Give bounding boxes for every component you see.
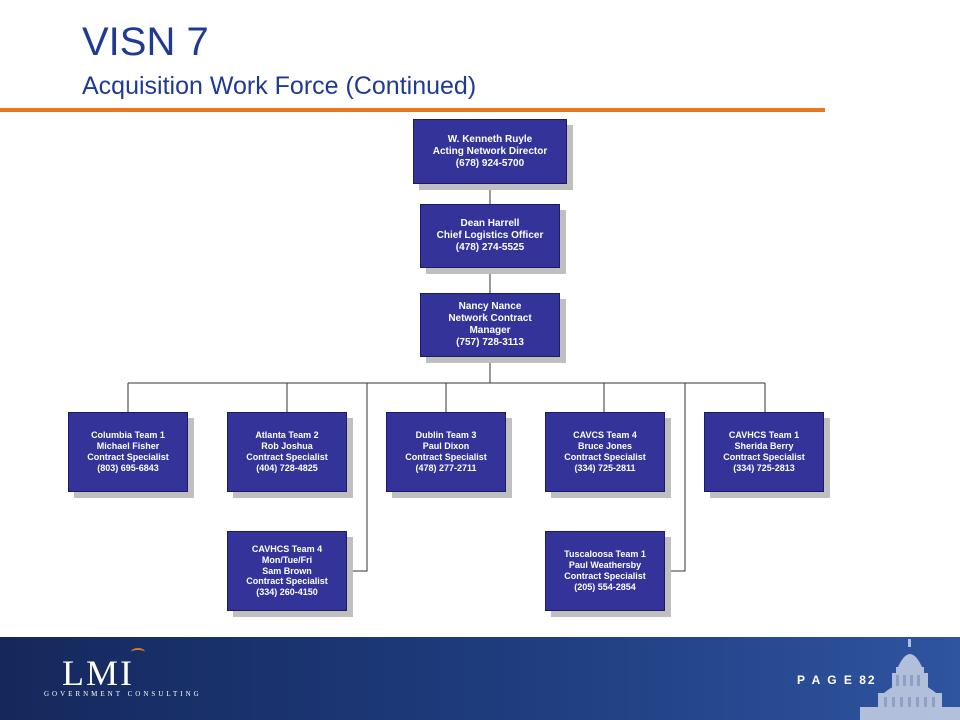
tuscaloosa-phone: (205) 554-2854 <box>574 581 636 592</box>
cavhcs1-role: Contract Specialist <box>723 452 805 462</box>
columbia-role: Contract Specialist <box>87 452 169 462</box>
connector-cavhcs4 <box>347 382 368 572</box>
tuscaloosa-name: Paul Weathersby <box>568 560 642 571</box>
org-box-logistics: Dean Harrell Chief Logistics Officer (47… <box>420 204 560 268</box>
connector-tuscaloosa <box>665 383 686 572</box>
columbia-team: Columbia Team 1 <box>91 430 165 441</box>
footer-band <box>0 637 960 720</box>
director-title: Acting Network Director <box>432 145 548 157</box>
page-subtitle: Acquisition Work Force (Continued) <box>82 72 477 100</box>
org-box-atlanta: Atlanta Team 2 Rob Joshua Contract Speci… <box>227 412 347 492</box>
cavcs-phone: (334) 725-2811 <box>574 462 636 473</box>
org-box-cavhcs4: CAVHCS Team 4 Mon/Tue/Fri Sam Brown Cont… <box>227 531 347 611</box>
atlanta-role: Contract Specialist <box>246 452 328 462</box>
cavhcs1-team: CAVHCS Team 1 <box>728 430 800 441</box>
org-box-dublin: Dublin Team 3 Paul Dixon Contract Specia… <box>386 412 506 492</box>
cavcs-role: Contract Specialist <box>564 452 646 462</box>
columbia-name: Michael Fisher <box>96 441 160 452</box>
lmi-logo-accent-icon <box>131 648 145 656</box>
director-name: W. Kenneth Ruyle <box>447 133 533 145</box>
org-chart-connectors <box>127 184 766 572</box>
cavhcs1-phone: (334) 725-2813 <box>733 462 795 473</box>
tuscaloosa-team: Tuscaloosa Team 1 <box>564 549 646 560</box>
page-title: VISN 7 <box>82 20 209 64</box>
manager-title-line1: Network Contract <box>448 313 532 324</box>
cavhcs4-days: Mon/Tue/Fri <box>261 554 313 565</box>
tuscaloosa-role: Contract Specialist <box>564 571 646 581</box>
dublin-phone: (478) 277-2711 <box>415 462 477 473</box>
title-divider <box>0 108 825 112</box>
cavhcs4-team: CAVHCS Team 4 <box>251 544 323 554</box>
cavhcs4-phone: (334) 260-4150 <box>256 587 318 598</box>
logistics-name: Dean Harrell <box>460 218 520 229</box>
cavhcs4-name: Sam Brown <box>262 565 312 576</box>
org-box-cavcs: CAVCS Team 4 Bruce Jones Contract Specia… <box>545 412 665 492</box>
cavcs-team: CAVCS Team 4 <box>573 430 637 441</box>
dublin-role: Contract Specialist <box>405 452 487 462</box>
org-box-tuscaloosa: Tuscaloosa Team 1 Paul Weathersby Contra… <box>545 531 665 611</box>
dublin-name: Paul Dixon <box>422 441 470 452</box>
org-box-cavhcs1: CAVHCS Team 1 Sherida Berry Contract Spe… <box>704 412 824 492</box>
atlanta-name: Rob Joshua <box>261 441 313 452</box>
director-phone: (678) 924-5700 <box>455 157 525 169</box>
lmi-logo: LMI <box>62 653 134 693</box>
manager-name: Nancy Nance <box>458 301 522 312</box>
cavcs-name: Bruce Jones <box>577 441 633 452</box>
org-box-director: W. Kenneth Ruyle Acting Network Director… <box>413 119 567 184</box>
lmi-logo-tagline: GOVERNMENT CONSULTING <box>44 690 202 698</box>
org-box-manager: Nancy Nance Network Contract Manager (75… <box>420 293 560 357</box>
manager-phone: (757) 728-3113 <box>456 337 524 348</box>
columbia-phone: (803) 695-6843 <box>97 462 159 473</box>
capitol-dome-icon <box>860 639 960 720</box>
cavhcs4-role: Contract Specialist <box>246 576 328 587</box>
logistics-phone: (478) 274-5525 <box>455 242 525 253</box>
manager-title-line2: Manager <box>469 325 511 336</box>
atlanta-phone: (404) 728-4825 <box>256 462 318 473</box>
org-box-columbia: Columbia Team 1 Michael Fisher Contract … <box>68 412 188 492</box>
atlanta-team: Atlanta Team 2 <box>255 430 319 441</box>
cavhcs1-name: Sherida Berry <box>734 441 794 452</box>
dublin-team: Dublin Team 3 <box>415 430 477 441</box>
logistics-title: Chief Logistics Officer <box>436 230 544 241</box>
page-number: P A G E 82 <box>797 673 877 687</box>
